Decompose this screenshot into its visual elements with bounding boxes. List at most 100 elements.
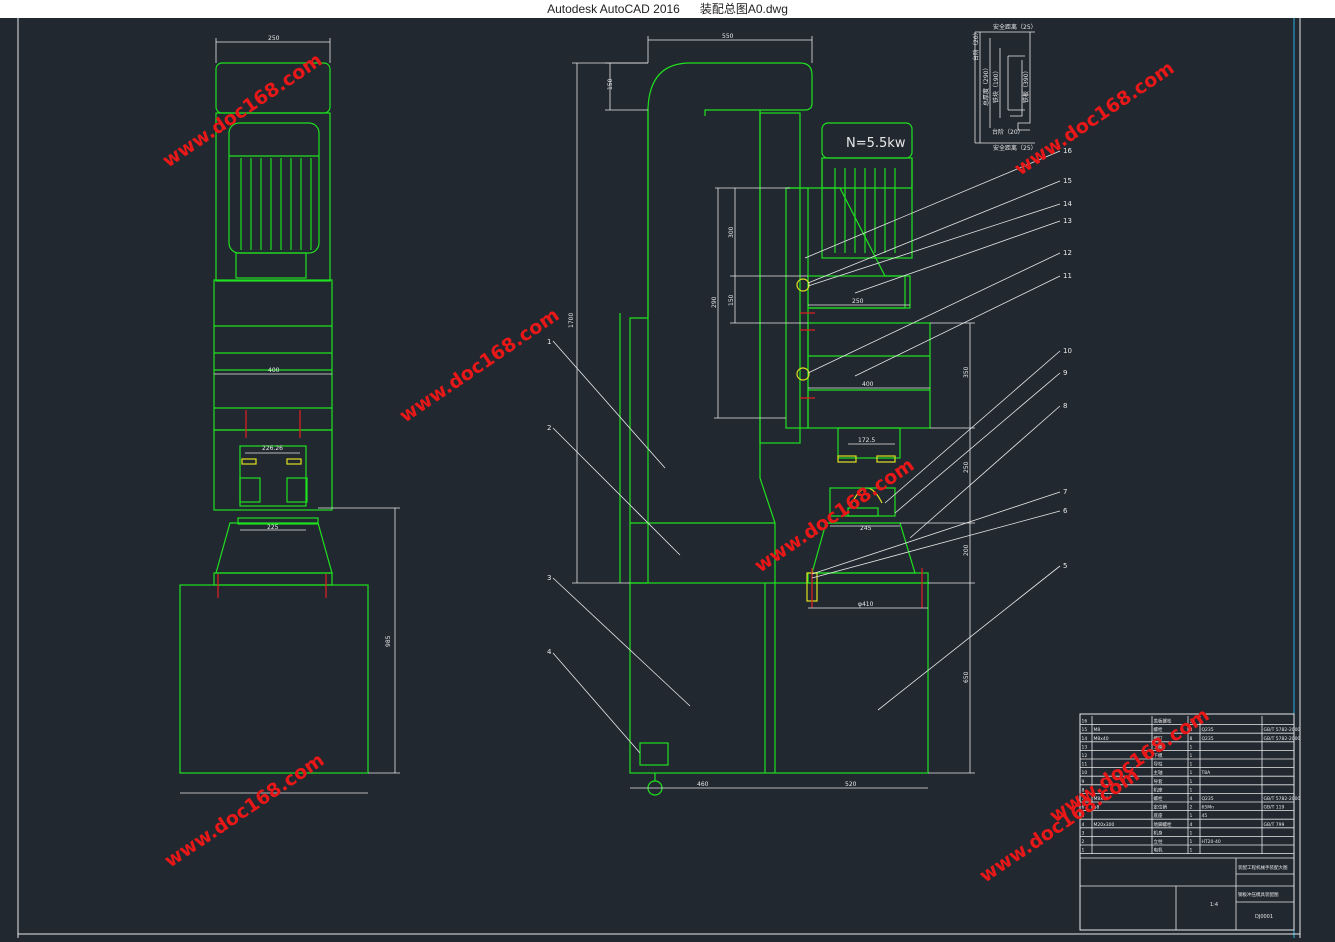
bom-cell-qty: 1 xyxy=(1190,813,1193,819)
dim-left-mid: 400 xyxy=(268,367,280,374)
bom-cell-std: GB/T 5782-2000 xyxy=(1264,727,1301,733)
dim-mid-h4: 350 xyxy=(963,366,970,378)
bom-cell-qty: 1 xyxy=(1190,753,1193,759)
part-label-3: 3 xyxy=(547,574,551,582)
bom-cell-std: GB/T 5782-2000 xyxy=(1264,796,1301,802)
dim-mid-top: 550 xyxy=(722,33,734,40)
bom-cell-std: GB/T 119 xyxy=(1264,805,1285,811)
part-label-15: 15 xyxy=(1063,177,1072,185)
bom-cell-no: 11 xyxy=(1082,762,1088,768)
dim-left-spindle: 226.26 xyxy=(262,445,283,452)
dim-mid-h5: 250 xyxy=(963,461,970,473)
dim-left-side: 985 xyxy=(385,635,392,647)
part-label-6: 6 xyxy=(1063,507,1068,515)
bom-cell-name: 立柱 xyxy=(1154,838,1163,845)
part-label-7: 7 xyxy=(1063,488,1067,496)
bom-cell-qty: 1 xyxy=(1190,779,1193,785)
bom-cell-material: T8A xyxy=(1201,770,1212,776)
bom-cell-qty: 4 xyxy=(1190,796,1193,802)
sheet-border xyxy=(17,18,1301,938)
bom-cell-code: M8x40 xyxy=(1094,736,1109,742)
inset-label-2: 台阶（20） xyxy=(972,29,980,61)
dim-left-bottom: 225 xyxy=(267,524,279,531)
bom-cell-qty: 1 xyxy=(1190,762,1193,768)
dim-mid-head2: 150 xyxy=(728,294,735,306)
dim-mid-height: 1700 xyxy=(568,313,575,328)
part-label-11: 11 xyxy=(1063,272,1072,280)
dim-left-top: 250 xyxy=(268,35,280,42)
bom-cell-name: 机身 xyxy=(1154,829,1163,836)
bom-cell-std: GB/T 5782-2000 xyxy=(1264,736,1301,742)
bom-cell-name: 下模 xyxy=(1154,752,1163,759)
title-drawing-no: DJ0001 xyxy=(1255,914,1273,920)
part-label-1: 1 xyxy=(547,338,551,346)
bom-cell-qty: 1 xyxy=(1190,719,1193,725)
part-label-5: 5 xyxy=(1063,562,1067,570)
bom-cell-qty: 4 xyxy=(1190,822,1193,828)
dim-mid-head1: 300 xyxy=(728,226,735,238)
dim-mid-dia: φ410 xyxy=(858,601,874,608)
title-project: 装配工程机械手装配大图 xyxy=(1238,864,1288,871)
watermark: www.doc168.com xyxy=(160,749,328,872)
bom-cell-name: 定位销 xyxy=(1154,804,1168,811)
bom-cell-qty: 8 xyxy=(1190,736,1193,742)
bom-cell-no: 13 xyxy=(1082,744,1088,750)
part-label-13: 13 xyxy=(1063,217,1072,225)
bom-cell-material: 65Mn xyxy=(1202,805,1215,811)
bom-cell-name: 电机 xyxy=(1154,847,1163,854)
bom-cell-material: Q235 xyxy=(1202,727,1214,733)
bom-cell-name: 螺栓 xyxy=(1154,726,1163,733)
part-label-16: 16 xyxy=(1063,147,1072,155)
dim-mid-base-r: 520 xyxy=(845,781,857,788)
bom-cell-code: φ8 xyxy=(1094,805,1100,811)
bom-cell-no: 10 xyxy=(1082,770,1088,776)
part-label-9: 9 xyxy=(1063,369,1067,377)
inset-label-7: 安全距离（25） xyxy=(993,144,1037,152)
bom-cell-no: 8 xyxy=(1082,787,1085,793)
window-titlebar: Autodesk AutoCAD 2016 装配总图A0.dwg xyxy=(0,0,1335,18)
bom-cell-name: 机座 xyxy=(1154,786,1163,793)
part-label-12: 12 xyxy=(1063,249,1072,257)
bom-cell-no: 3 xyxy=(1082,830,1085,836)
bom-cell-no: 6 xyxy=(1082,805,1085,811)
part-label-2: 2 xyxy=(547,424,551,432)
dim-mid-w1: 250 xyxy=(852,298,864,305)
bom-cell-no: 7 xyxy=(1082,796,1085,802)
bom-cell-qty: 8 xyxy=(1190,727,1193,733)
bom-cell-no: 5 xyxy=(1082,813,1085,819)
inset-detail: 安全距离（25） 台阶（20） 总厚度（290） 铁块（190） 铁板（390）… xyxy=(972,23,1037,152)
motor-power-label: N=5.5kw xyxy=(846,136,906,151)
bom-cell-std: GB/T 799 xyxy=(1264,822,1285,828)
bom-cell-no: 15 xyxy=(1082,727,1088,733)
inset-label-3: 总厚度（290） xyxy=(982,65,990,106)
dim-mid-w2: 400 xyxy=(862,381,874,388)
bom-cell-code: M8 xyxy=(1094,727,1101,733)
watermarks: www.doc168.com www.doc168.com www.doc168… xyxy=(158,49,1213,887)
bom-cell-material: Q235 xyxy=(1202,736,1214,742)
bom-cell-no: 12 xyxy=(1082,753,1088,759)
left-view: 250 400 226.26 225 985 xyxy=(179,35,400,794)
bom-cell-qty: 1 xyxy=(1190,787,1193,793)
part-label-14: 14 xyxy=(1063,200,1072,208)
bom-cell-no: 4 xyxy=(1082,822,1085,828)
bom-cell-qty: 1 xyxy=(1190,770,1193,776)
dim-mid-base-l: 460 xyxy=(697,781,709,788)
bom-cell-name: 螺栓 xyxy=(1154,795,1163,802)
file-name: 装配总图A0.dwg xyxy=(699,2,788,16)
bom-cell-no: 14 xyxy=(1082,736,1088,742)
inset-label-5: 铁板（390） xyxy=(1022,68,1030,103)
bom-cell-qty: 2 xyxy=(1190,805,1193,811)
dim-mid-head3: 290 xyxy=(711,296,718,308)
inset-label-6: 台阶（20） xyxy=(992,128,1024,136)
drawing-canvas[interactable]: 250 400 226.26 225 985 N=5.5kw xyxy=(0,18,1335,938)
bom-cell-material: Q235 xyxy=(1202,796,1214,802)
dim-mid-spacing: 172.5 xyxy=(858,437,875,444)
watermark: www.doc168.com xyxy=(975,764,1143,887)
bom-cell-qty: 1 xyxy=(1190,744,1193,750)
bom-cell-name: 盖板螺栓 xyxy=(1154,718,1172,725)
bom-cell-material: 45 xyxy=(1202,813,1208,819)
watermark: www.doc168.com xyxy=(1010,57,1178,180)
watermark: www.doc168.com xyxy=(158,49,326,172)
bom-cell-name: 螺钉 xyxy=(1154,735,1163,742)
